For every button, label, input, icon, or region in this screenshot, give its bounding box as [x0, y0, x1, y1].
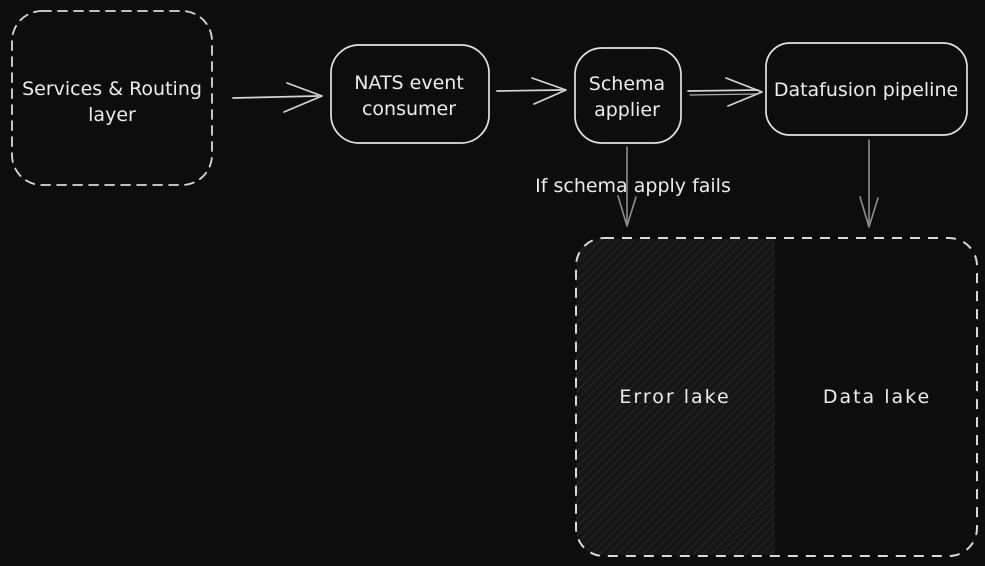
- arrow-head: [283, 82, 323, 113]
- datafusion-label: Datafusion pipeline: [774, 79, 958, 101]
- arrow-head: [725, 77, 763, 107]
- nats-label-line2: consumer: [362, 98, 456, 120]
- arrow-head: [531, 77, 567, 105]
- lakes-box-border: [575, 237, 978, 557]
- fail-note-label: If schema apply fails: [535, 175, 731, 197]
- arrow-head: [617, 195, 637, 227]
- arrow-shaft: [687, 89, 759, 92]
- error-lake-hatch-fill: [576, 239, 775, 555]
- error-lake-label: Error lake: [619, 386, 730, 408]
- edge-services-to-nats: [232, 82, 323, 113]
- services-label-line1: Services & Routing: [22, 78, 202, 100]
- schema-label-line2: applier: [594, 99, 660, 121]
- services-box-border: [11, 10, 213, 186]
- nats-label-line1: NATS event: [354, 72, 464, 94]
- edge-datafusion-to-data-lake: [859, 139, 879, 228]
- node-services-routing-layer: Services & Routing layer: [11, 10, 213, 186]
- arrow-head: [859, 196, 879, 228]
- services-label-line2: layer: [88, 104, 136, 126]
- node-nats-event-consumer: NATS event consumer: [330, 44, 490, 144]
- nats-box-border: [330, 44, 490, 144]
- arrow-shaft-sketch: [689, 93, 757, 96]
- edge-schema-to-error-lake: [617, 146, 637, 227]
- node-schema-applier: Schema applier: [574, 47, 682, 144]
- node-datafusion-pipeline: Datafusion pipeline: [765, 42, 968, 136]
- arrow-shaft: [496, 89, 563, 92]
- datafusion-box-border: [765, 42, 968, 136]
- edge-schema-to-datafusion: [687, 77, 763, 107]
- schema-box-border: [574, 47, 682, 144]
- edge-nats-to-schema: [496, 77, 567, 105]
- schema-label-line1: Schema: [589, 73, 665, 95]
- data-lake-label: Data lake: [823, 386, 931, 408]
- arrow-shaft: [232, 95, 319, 99]
- lakes-container: Error lake Data lake: [575, 237, 978, 557]
